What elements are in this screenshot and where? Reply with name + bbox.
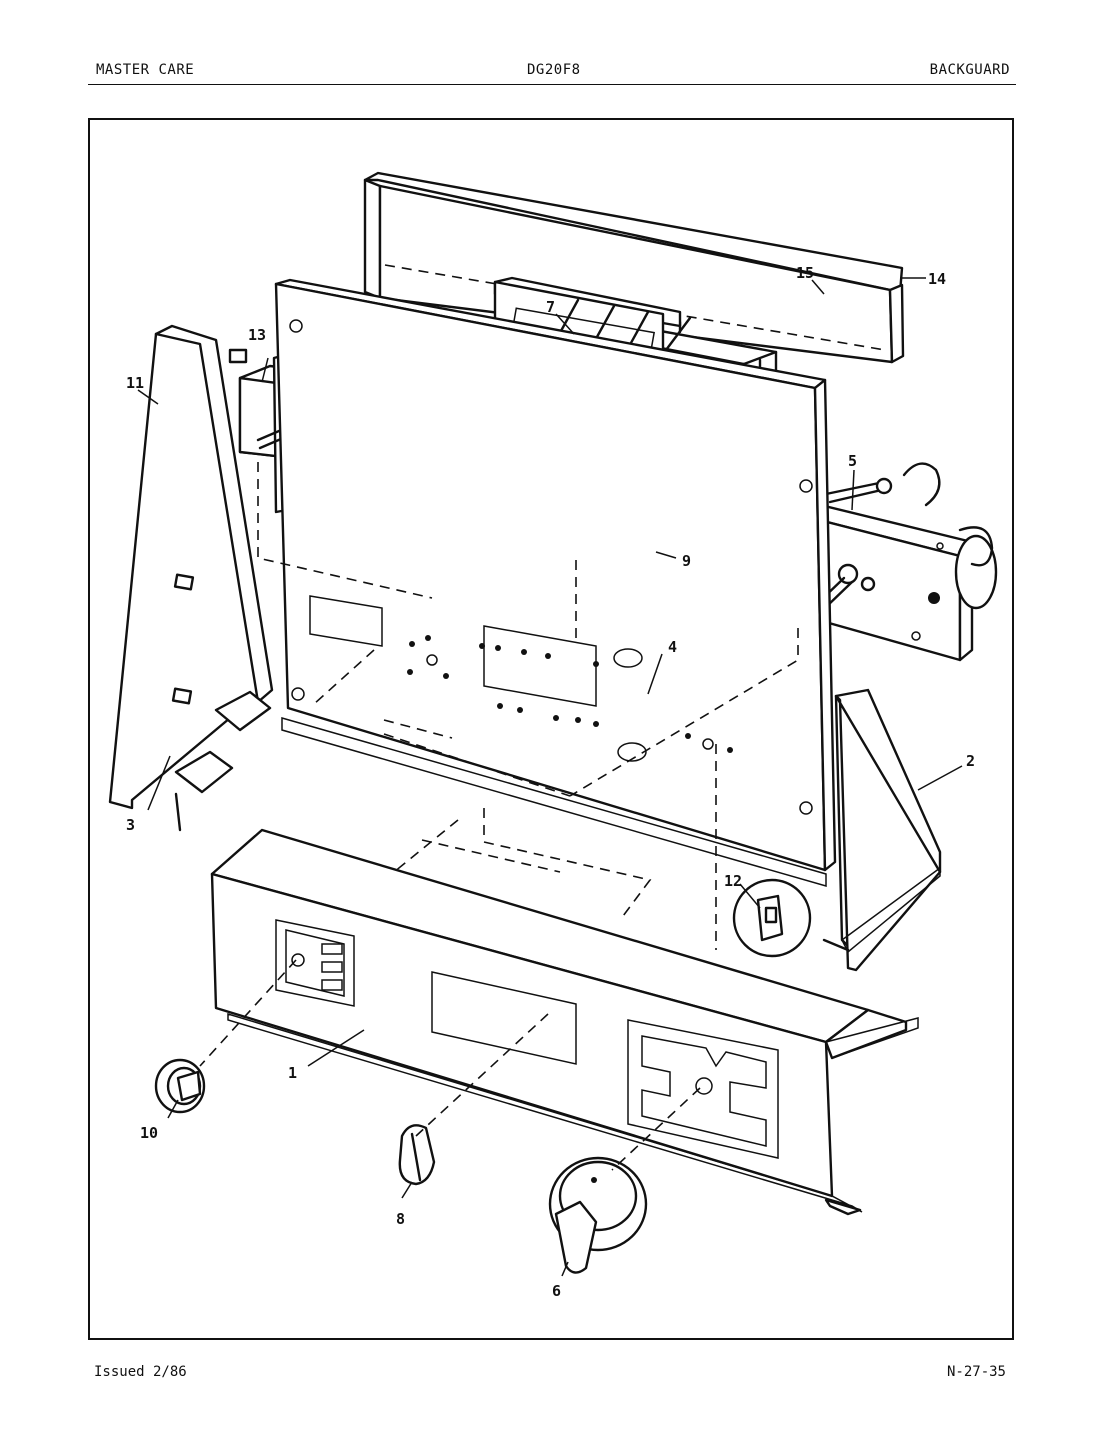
part-6-timer-knob: [548, 1156, 648, 1274]
part-3-left-end-cap: [108, 324, 274, 832]
callout-labels: 1 2 3 4 5 6 7 8 9 10 11 12 13 14 15: [126, 264, 975, 1300]
callout-13: 13: [248, 326, 266, 344]
part-15-timer-lever: [824, 477, 893, 504]
assembly-dash-lines: [199, 462, 799, 1171]
callout-14: 14: [928, 270, 946, 288]
callout-4: 4: [668, 638, 677, 656]
part-4-control-panel: [274, 278, 837, 887]
part-1-console: [210, 828, 919, 1216]
callout-2: 2: [966, 752, 975, 770]
part-10-knob: [154, 1058, 206, 1114]
part-8-knob: [398, 1124, 436, 1186]
callout-8: 8: [396, 1210, 405, 1228]
part-2-right-end-cap: [822, 688, 942, 972]
header-brand: MASTER CARE: [96, 62, 195, 78]
header-rule: [88, 84, 1016, 85]
footer-issue-date: Issued 2/86: [94, 1364, 187, 1380]
footer-page-number: N-27-35: [946, 1364, 1006, 1380]
callout-1: 1: [288, 1064, 297, 1082]
callout-12: 12: [724, 872, 742, 890]
callout-9: 9: [682, 552, 691, 570]
callout-5: 5: [848, 452, 857, 470]
callout-15: 15: [796, 264, 814, 282]
part-14-trim-strip: [363, 171, 905, 364]
callout-11: 11: [126, 374, 144, 392]
callout-6: 6: [552, 1282, 561, 1300]
header-section-title: BACKGUARD: [929, 62, 1010, 78]
diagram-frame: [88, 118, 1014, 1340]
callout-leaders: [137, 277, 963, 1277]
header-model-number: DG20F8: [527, 62, 581, 78]
callout-7: 7: [546, 298, 555, 316]
callout-10: 10: [140, 1124, 158, 1142]
callout-3: 3: [126, 816, 135, 834]
